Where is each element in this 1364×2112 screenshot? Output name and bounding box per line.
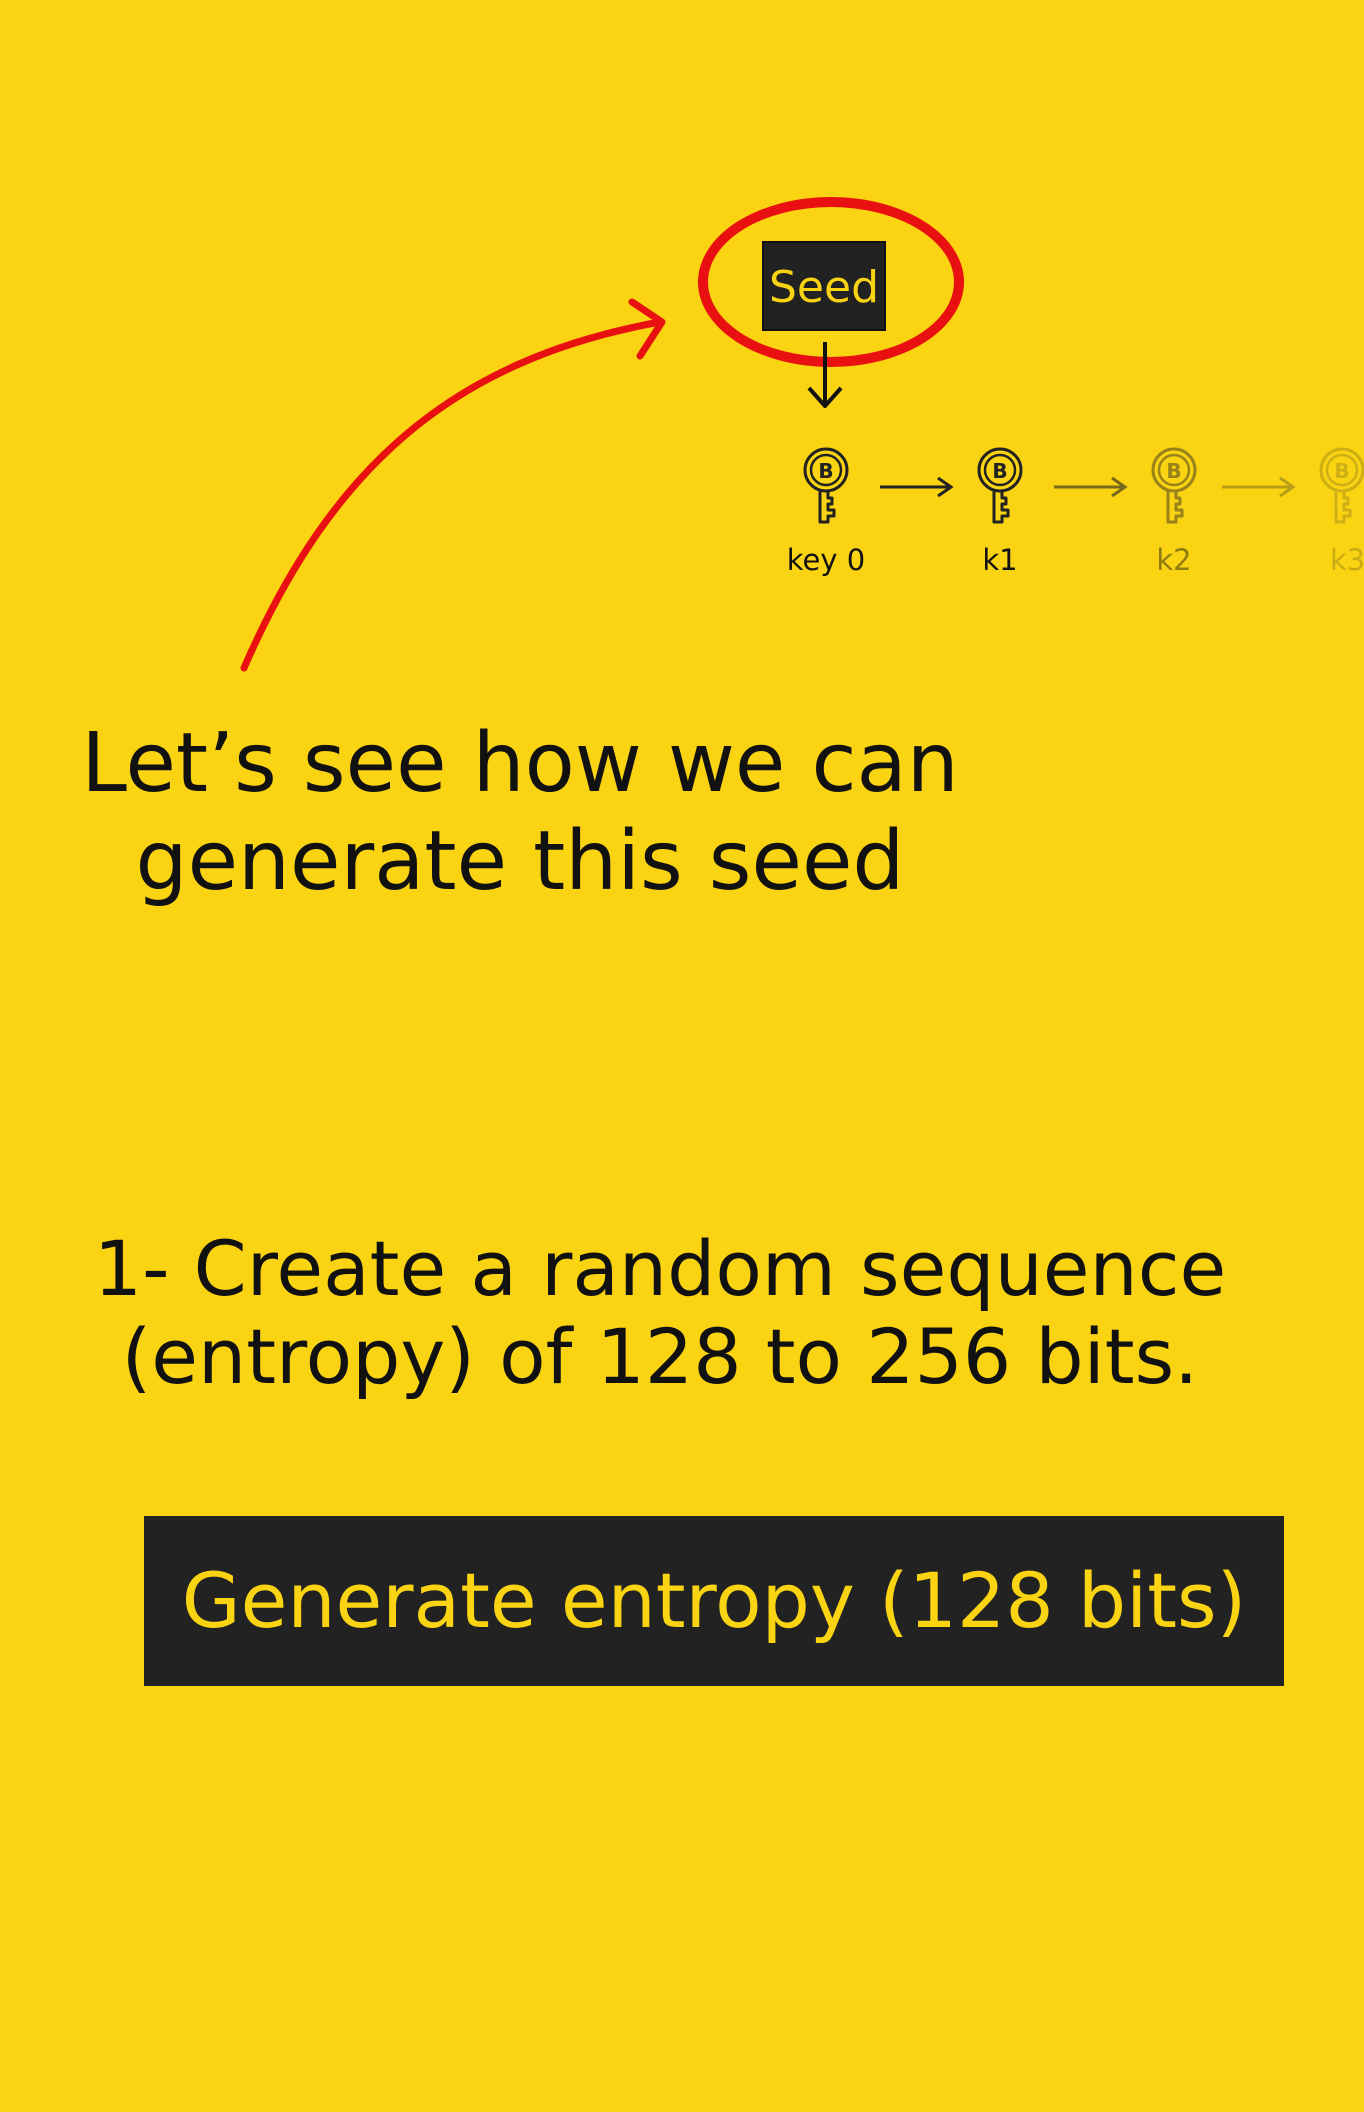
key-label-1: k1 <box>982 543 1018 577</box>
bitcoin-key-icon: B <box>803 447 849 524</box>
key-label-0: key 0 <box>786 543 866 577</box>
right-arrow-icon <box>1054 476 1128 498</box>
step-line-2: (entropy) of 128 to 256 bits. <box>121 1312 1199 1401</box>
bitcoin-key-icon: B <box>1319 447 1364 524</box>
right-arrow-icon <box>1222 476 1296 498</box>
down-arrow-icon <box>807 342 843 408</box>
right-arrow-icon <box>880 476 954 498</box>
bitcoin-key-icon: B <box>1151 447 1197 524</box>
intro-text: Let’s see how we can generate this seed <box>40 715 1000 911</box>
generate-entropy-button[interactable]: Generate entropy (128 bits) <box>144 1516 1284 1686</box>
highlight-circle <box>698 197 964 367</box>
svg-text:B: B <box>1166 459 1181 483</box>
svg-text:B: B <box>1334 459 1349 483</box>
svg-text:B: B <box>992 459 1007 483</box>
key-label-2: k2 <box>1156 543 1192 577</box>
bitcoin-key-icon: B <box>977 447 1023 524</box>
intro-line-2: generate this seed <box>135 814 905 909</box>
key-label-3: k3 <box>1330 543 1364 577</box>
step-line-1: 1- Create a random sequence <box>93 1224 1227 1313</box>
step-instruction: 1- Create a random sequence (entropy) of… <box>40 1225 1280 1401</box>
intro-line-1: Let’s see how we can <box>81 716 959 811</box>
svg-text:B: B <box>818 459 833 483</box>
